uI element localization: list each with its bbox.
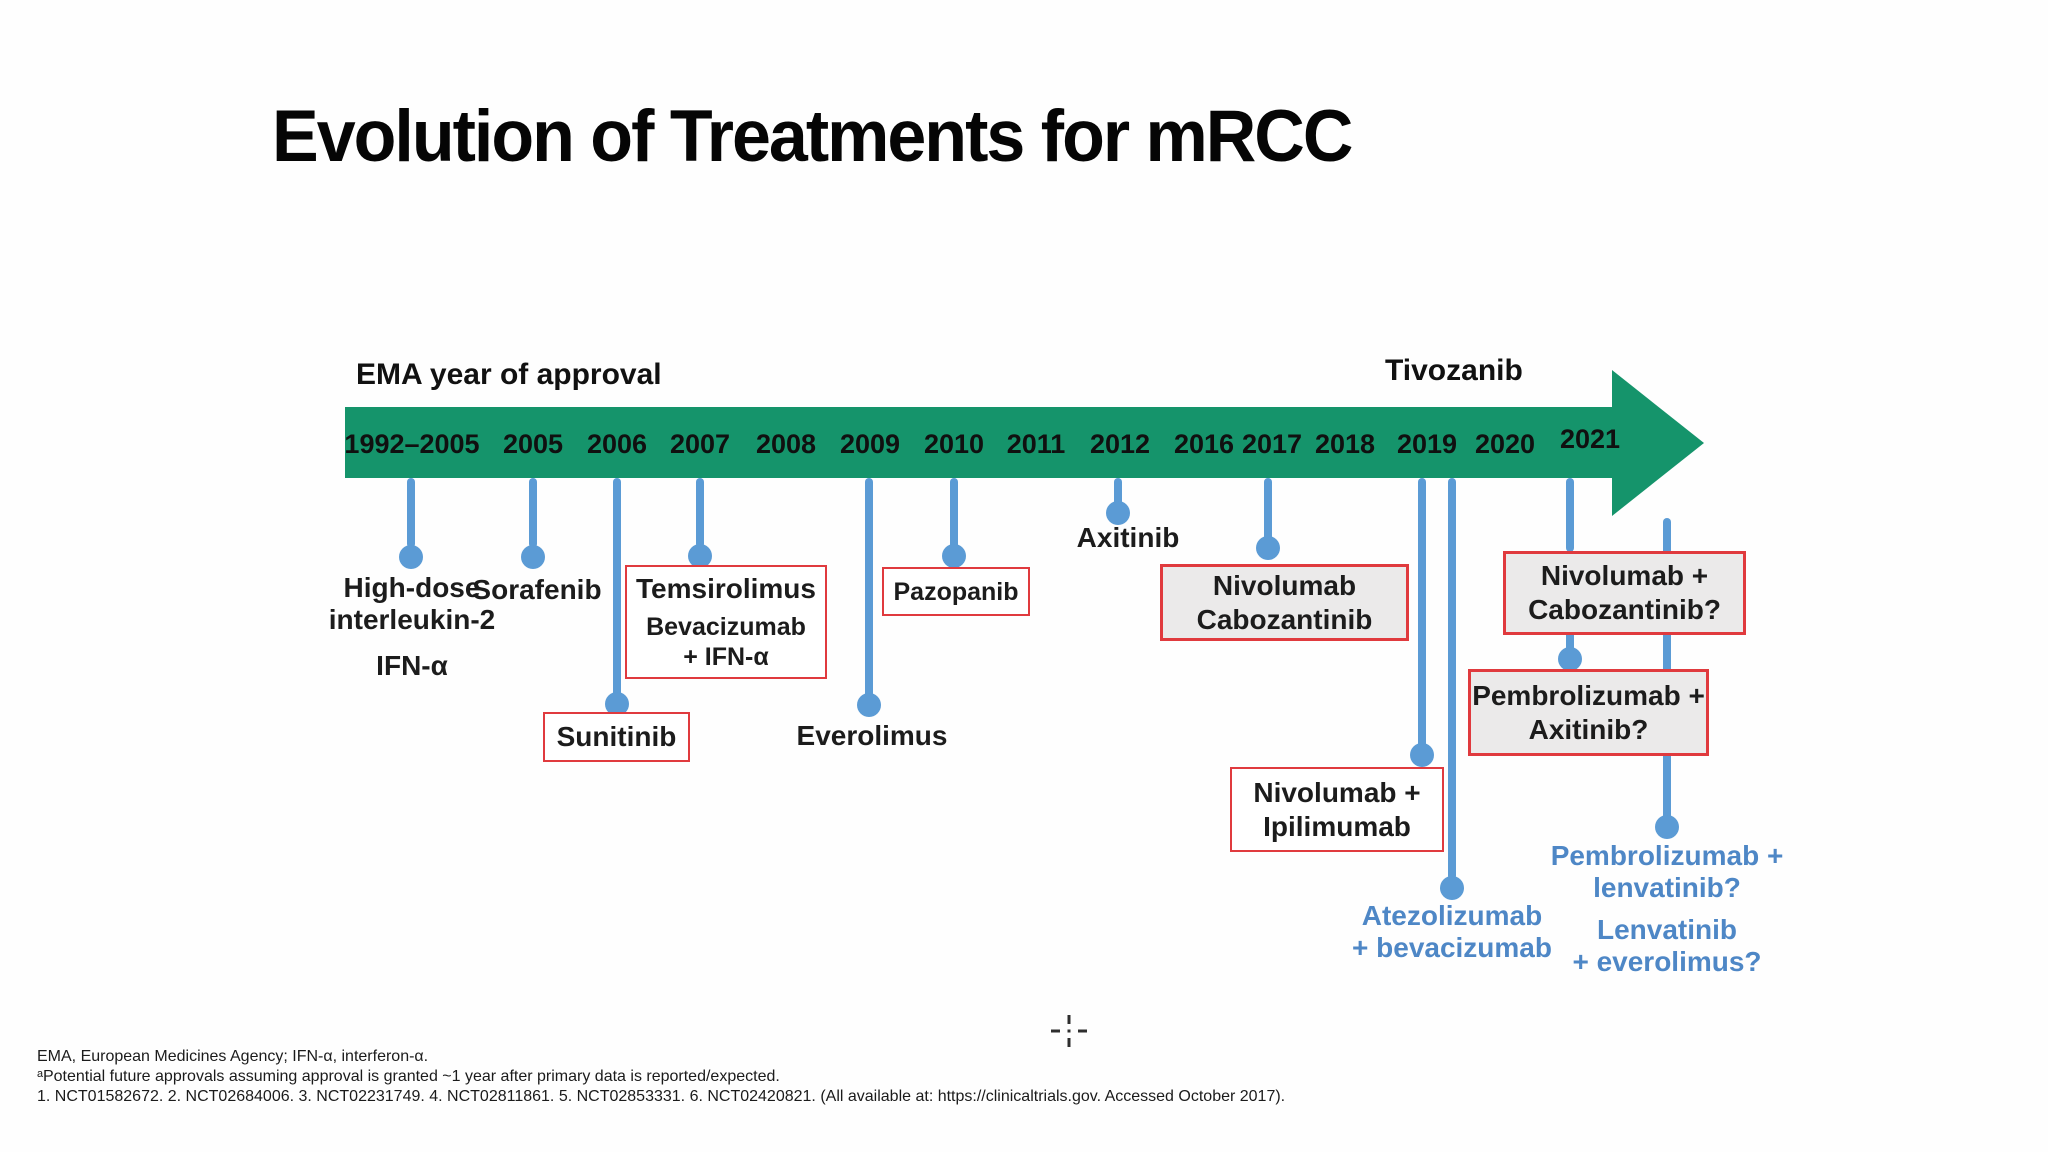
sunitinib-box-label: Sunitinib <box>556 721 677 752</box>
label-pembrolizumab-lenvatinib: Pembrolizumab + lenvatinib? <box>1551 840 1784 904</box>
year-2011: 2011 <box>1006 429 1066 459</box>
pembro-lenva-line2: lenvatinib? <box>1593 872 1741 903</box>
year-2010: 2010 <box>923 429 985 459</box>
connector-nivo-cabo-dot <box>1256 536 1280 560</box>
footnote-nct-references: 1. NCT01582672. 2. NCT02684006. 3. NCT02… <box>37 1088 1286 1105</box>
nivolumab-cabozantinib-q-box: Nivolumab + Cabozantinib? <box>1503 551 1746 635</box>
temsirolimus-box-line2: Bevacizumab <box>646 613 806 641</box>
connector-hd-il2-dot <box>399 545 423 569</box>
pembro-axi-line2: Axitinib? <box>1528 713 1649 745</box>
connector-axitinib-line <box>1114 478 1122 508</box>
connector-pembro-axi-line <box>1566 629 1574 661</box>
timeline-arrowhead-icon <box>1612 370 1704 516</box>
sunitinib-box: Sunitinib <box>543 712 690 762</box>
nivo-ipi-line2: Ipilimumab <box>1263 810 1411 842</box>
label-atezolizumab-bevacizumab: Atezolizumab + bevacizumab <box>1352 900 1552 964</box>
label-lenvatinib-everolimus: Lenvatinib + everolimus? <box>1572 914 1761 978</box>
nivo-cabo-q-line2: Cabozantinib? <box>1528 594 1721 625</box>
year-2016: 2016 <box>1173 429 1235 459</box>
connector-axitinib-dot <box>1106 501 1130 525</box>
temsirolimus-box: Temsirolimus Bevacizumab + IFN-α <box>625 565 827 679</box>
slide-title: Evolution of Treatments for mRCC <box>272 95 1353 177</box>
connector-temsirolimus-dot <box>688 544 712 568</box>
footnote-abbreviations: EMA, European Medicines Agency; IFN-α, i… <box>37 1048 429 1065</box>
year-2009: 2009 <box>839 429 901 459</box>
year-2005: 2005 <box>502 429 564 459</box>
year-2019: 2019 <box>1396 429 1458 459</box>
connector-sorafenib-dot <box>521 545 545 569</box>
footnote-future-approvals: ᵃPotential future approvals assuming app… <box>37 1068 780 1085</box>
connector-atezo-bev-line <box>1448 478 1456 880</box>
lenva-evero-line2: + everolimus? <box>1572 946 1762 977</box>
temsirolimus-box-line1: Temsirolimus <box>636 573 816 604</box>
year-2008: 2008 <box>755 429 817 459</box>
label-everolimus: Everolimus <box>796 720 948 751</box>
year-2020: 2020 <box>1474 429 1536 459</box>
pembro-lenva-line1: Pembrolizumab + <box>1550 840 1784 871</box>
temsirolimus-box-line3: + IFN-α <box>683 643 769 671</box>
year-2006: 2006 <box>586 429 648 459</box>
connector-nivo-cabo-q-line <box>1566 478 1574 552</box>
year-2007: 2007 <box>669 429 731 459</box>
year-2018: 2018 <box>1314 429 1376 459</box>
lenva-evero-line1: Lenvatinib <box>1596 914 1737 945</box>
label-high-dose-line1: High-dose <box>343 572 481 603</box>
label-sorafenib: Sorafenib <box>472 574 602 605</box>
connector-pazopanib-dot <box>942 544 966 568</box>
year-2021: 2021 <box>1559 424 1621 454</box>
ema-axis-label: EMA year of approval <box>356 358 662 391</box>
atezo-bev-line1: Atezolizumab <box>1361 900 1543 931</box>
connector-nivo-ipi-dot <box>1410 743 1434 767</box>
connector-pembro-lenva-dot <box>1655 815 1679 839</box>
label-ifn-alpha: IFN-α <box>376 650 448 681</box>
nivo-cabo-line2: Cabozantinib <box>1196 603 1373 635</box>
connector-atezo-bev-dot <box>1440 876 1464 900</box>
pazopanib-box-label: Pazopanib <box>893 577 1019 606</box>
label-high-dose-line2: interleukin-2 <box>328 604 496 635</box>
crosshair-cursor-icon <box>1051 1015 1087 1047</box>
connector-nivo-ipi-line <box>1418 478 1426 752</box>
nivolumab-cabozantinib-box: Nivolumab Cabozantinib <box>1160 564 1409 641</box>
nivo-ipi-line1: Nivolumab + <box>1253 776 1421 808</box>
connector-sorafenib-line <box>529 478 537 548</box>
pazopanib-box: Pazopanib <box>882 567 1030 616</box>
nivolumab-ipilimumab-box: Nivolumab + Ipilimumab <box>1230 767 1444 852</box>
timeline-bar <box>345 407 1612 478</box>
connector-hd-il2-line <box>407 478 415 548</box>
connector-sunitinib-line <box>613 478 621 700</box>
nivo-cabo-q-line1: Nivolumab + <box>1540 560 1709 591</box>
label-axitinib: Axitinib <box>1076 522 1180 553</box>
atezo-bev-line2: + bevacizumab <box>1352 932 1552 963</box>
label-high-dose-il2: High-dose interleukin-2 IFN-α <box>329 572 495 682</box>
connector-pazopanib-line <box>950 478 958 550</box>
year-2017: 2017 <box>1241 429 1303 459</box>
pembro-axi-line1: Pembrolizumab + <box>1472 679 1705 711</box>
connector-temsirolimus-line <box>696 478 704 548</box>
connector-nivo-cabo-line <box>1264 478 1272 544</box>
connector-pembro-axi-dot <box>1558 647 1582 671</box>
pembrolizumab-axitinib-box: Pembrolizumab + Axitinib? <box>1468 669 1709 756</box>
nivo-cabo-line1: Nivolumab <box>1212 569 1357 601</box>
year-2012: 2012 <box>1089 429 1151 459</box>
connector-everolimus-line <box>865 478 873 700</box>
year-1992-2005: 1992–2005 <box>344 429 480 459</box>
tivozanib-label: Tivozanib <box>1385 354 1523 387</box>
connector-everolimus-dot <box>857 693 881 717</box>
